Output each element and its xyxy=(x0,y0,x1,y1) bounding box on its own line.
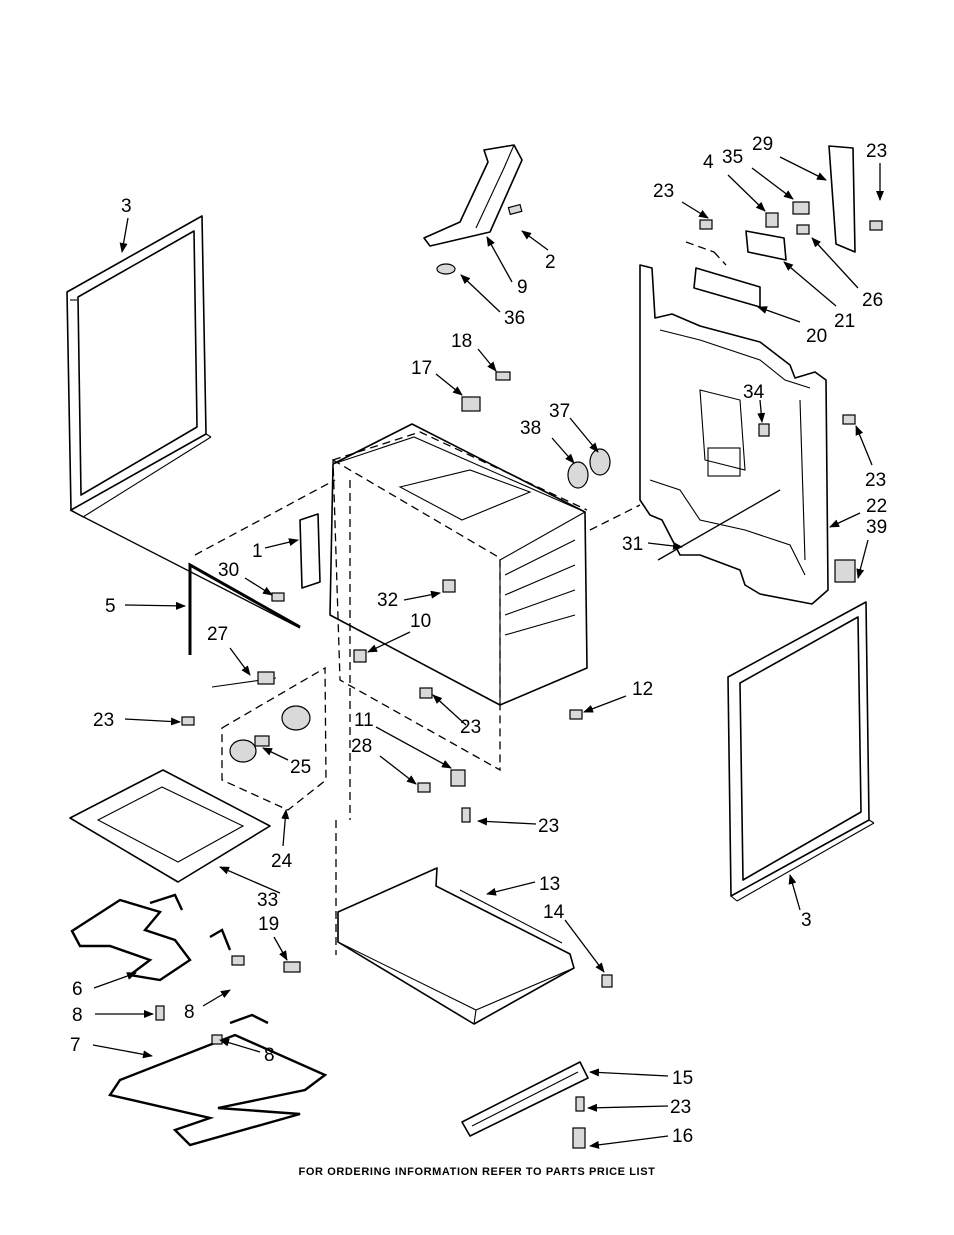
callout-15: 15 xyxy=(672,1068,693,1089)
side-panel-right xyxy=(727,601,875,902)
callout-18: 18 xyxy=(451,331,472,352)
callout-4: 4 xyxy=(703,152,714,173)
oven-gasket xyxy=(69,509,301,655)
callout-34: 34 xyxy=(743,382,765,403)
callout-12: 12 xyxy=(632,679,653,700)
callout-1: 1 xyxy=(252,541,263,562)
top-brackets xyxy=(685,145,856,308)
callout-23-rear: 23 xyxy=(865,470,886,491)
callout-27: 27 xyxy=(207,624,228,645)
callout-8-left: 8 xyxy=(72,1005,83,1026)
callout-35: 35 xyxy=(722,147,743,168)
callout-20: 20 xyxy=(806,326,827,347)
callout-10: 10 xyxy=(410,611,431,632)
callout-19: 19 xyxy=(258,914,279,935)
callout-13: 13 xyxy=(539,874,560,895)
callout-22: 22 xyxy=(866,496,887,517)
callout-39: 39 xyxy=(866,517,887,538)
callout-25: 25 xyxy=(290,757,311,778)
callout-38: 38 xyxy=(520,418,541,439)
callout-32: 32 xyxy=(377,590,398,611)
callout-28: 28 xyxy=(351,736,372,757)
callout-23-top: 23 xyxy=(653,181,674,202)
callout-23-rail: 23 xyxy=(670,1097,691,1118)
screw-part-2 xyxy=(507,203,523,216)
callout-23-top-right: 23 xyxy=(866,141,887,162)
callout-37: 37 xyxy=(549,401,570,422)
callout-23-bottom: 23 xyxy=(538,816,559,837)
callout-labels: 3 3 2 9 36 4 35 29 23 23 23 23 23 23 23 … xyxy=(70,134,887,1147)
ordering-info-note: FOR ORDERING INFORMATION REFER TO PARTS … xyxy=(298,1166,656,1178)
callout-24: 24 xyxy=(271,851,293,872)
callout-3-right: 3 xyxy=(801,910,812,931)
callout-17: 17 xyxy=(411,358,432,379)
vent-bracket xyxy=(423,144,523,275)
leveling-rail xyxy=(461,1061,589,1149)
callout-23-center: 23 xyxy=(460,717,481,738)
callout-6: 6 xyxy=(72,979,83,1000)
callout-23-left: 23 xyxy=(93,710,114,731)
lamp-assembly xyxy=(211,666,327,811)
broil-element xyxy=(108,1013,328,1147)
callout-33: 33 xyxy=(257,890,278,911)
oven-cavity xyxy=(194,423,641,955)
storage-drawer xyxy=(337,867,575,1025)
bracket-part-1 xyxy=(271,513,321,602)
broiler-pan xyxy=(69,769,271,883)
callout-26: 26 xyxy=(862,290,883,311)
callout-5: 5 xyxy=(105,596,116,617)
leader-lines xyxy=(92,156,884,1149)
rear-panel xyxy=(639,264,829,605)
callout-11: 11 xyxy=(354,710,374,731)
callout-36: 36 xyxy=(504,308,525,329)
bake-element xyxy=(70,893,232,982)
callout-31: 31 xyxy=(622,534,643,555)
callout-7: 7 xyxy=(70,1035,81,1056)
callout-21: 21 xyxy=(834,311,855,332)
callout-16: 16 xyxy=(672,1126,693,1147)
callout-9: 9 xyxy=(517,277,528,298)
side-panel-left xyxy=(66,215,212,518)
callout-14: 14 xyxy=(543,902,565,923)
callout-30: 30 xyxy=(218,560,239,581)
callout-8-broil: 8 xyxy=(264,1045,275,1066)
small-parts xyxy=(155,219,883,1045)
callout-3-left: 3 xyxy=(121,196,132,217)
callout-2: 2 xyxy=(545,252,556,273)
callout-29: 29 xyxy=(752,134,773,155)
callout-8-center: 8 xyxy=(184,1002,195,1023)
